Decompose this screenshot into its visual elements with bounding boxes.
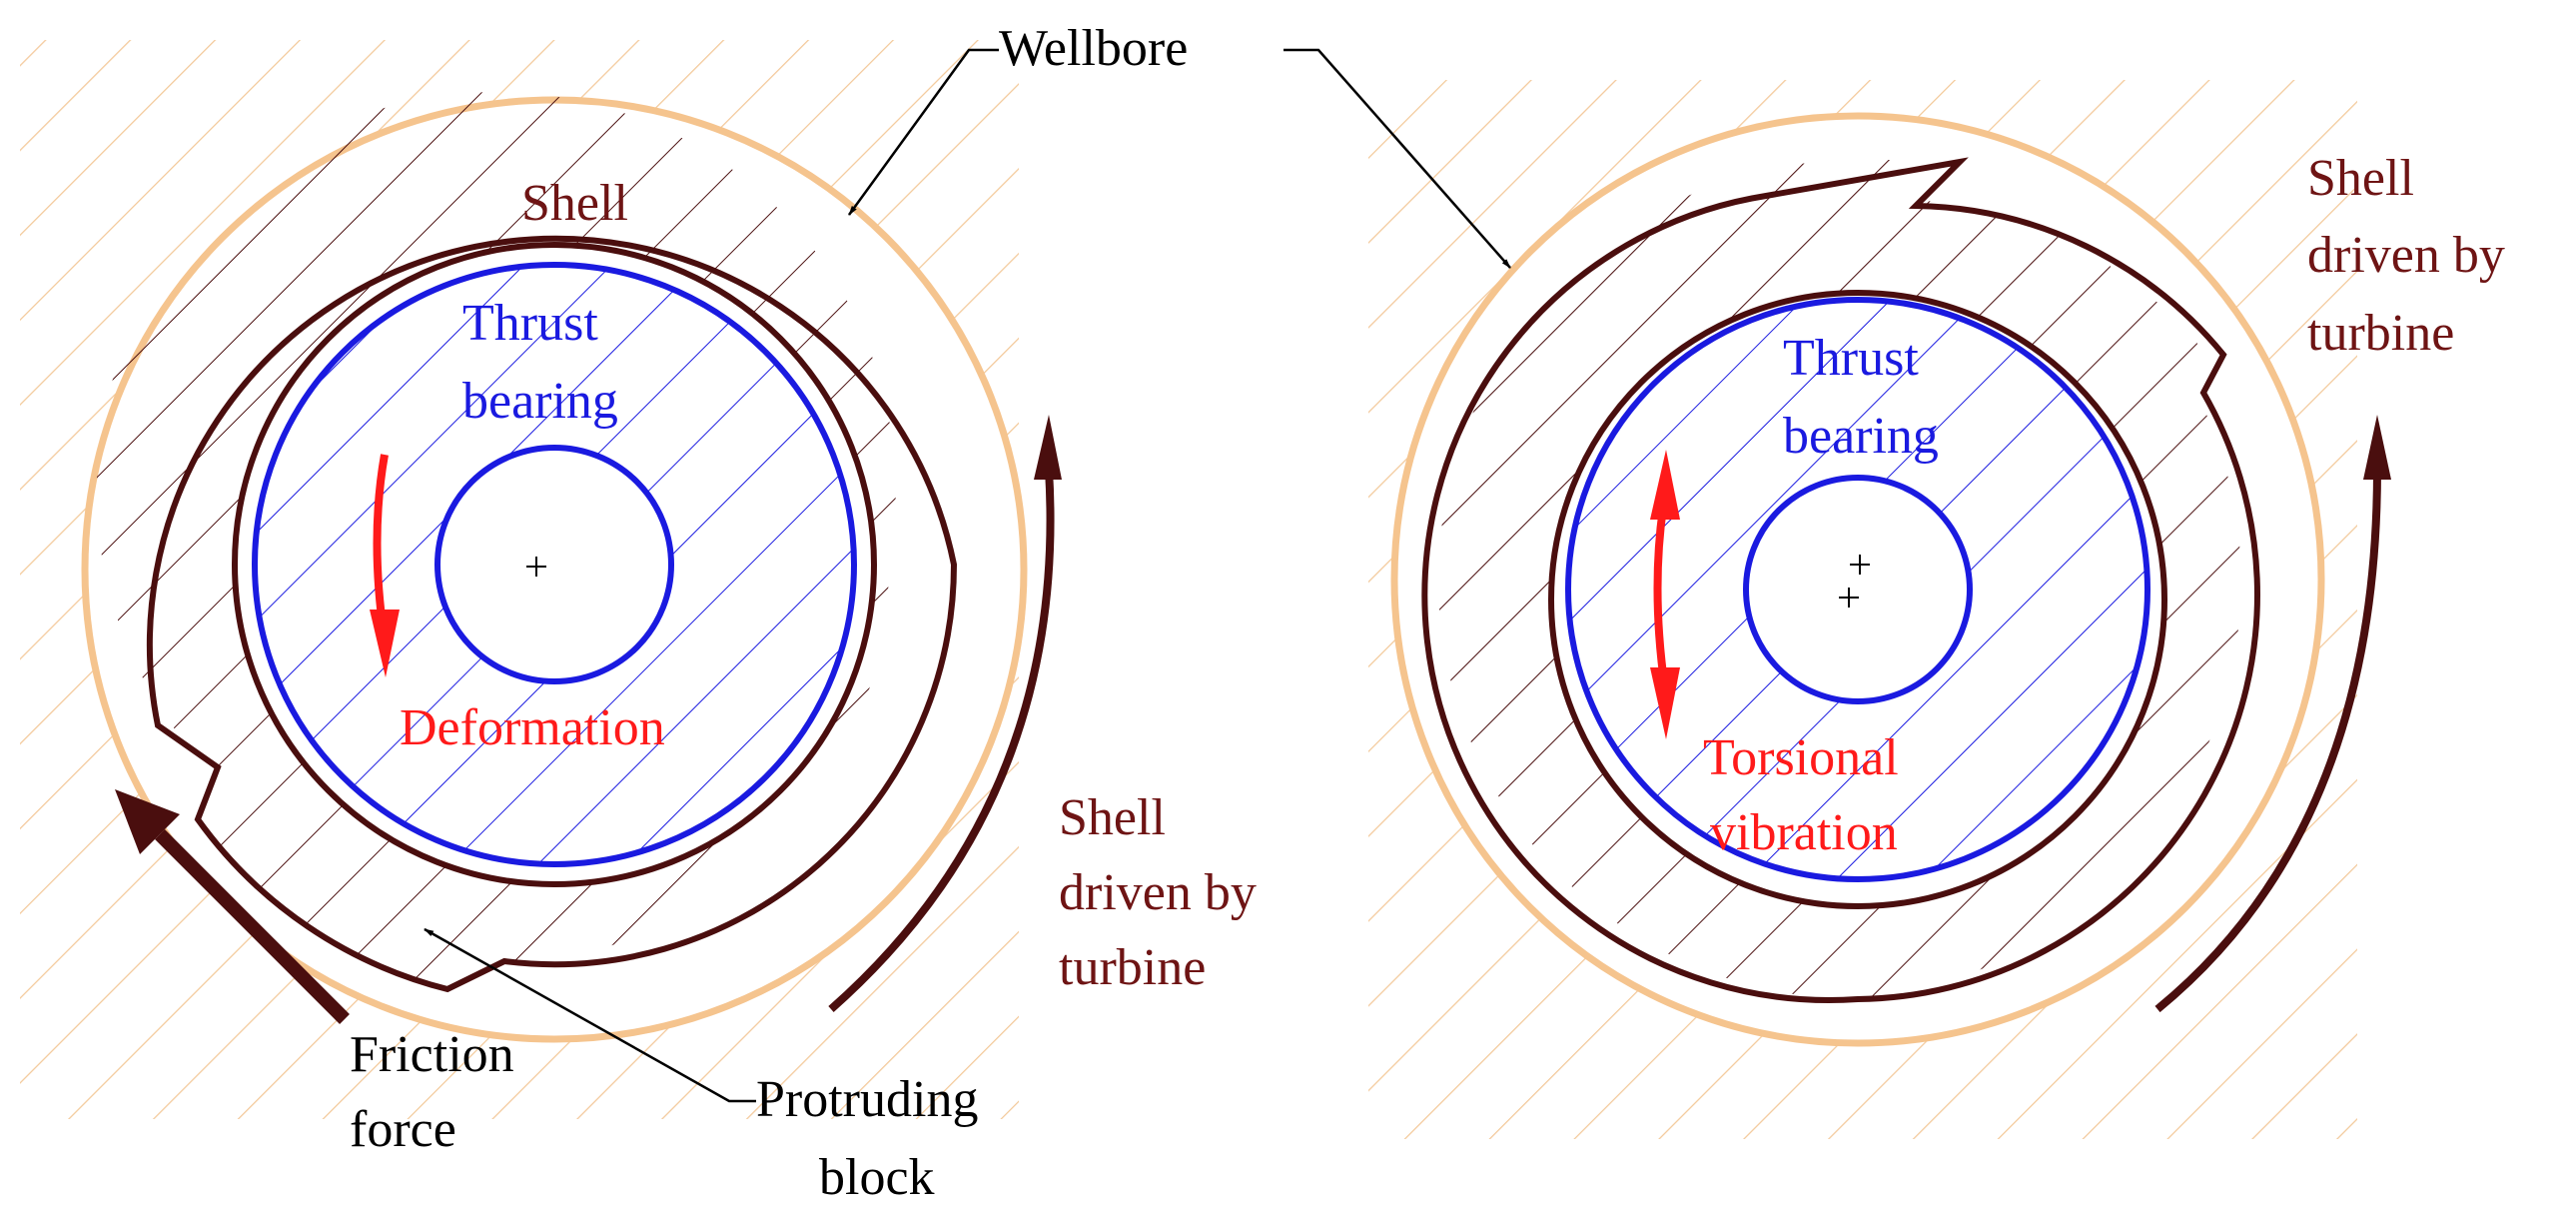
right-shell-driven-line2: driven by xyxy=(2307,227,2505,284)
deformation-label: Deformation xyxy=(400,699,665,756)
friction-force-line1: Friction xyxy=(350,1026,514,1083)
right-bearing-outer xyxy=(1565,297,2150,882)
left-thrust-bearing-label-line2: bearing xyxy=(462,373,618,430)
left-shell-outline xyxy=(146,236,958,993)
right-shell-driven-line3: turbine xyxy=(2307,305,2454,362)
right-thrust-bearing xyxy=(1565,297,2150,882)
right-assembly xyxy=(1368,80,2391,1139)
shell-label: Shell xyxy=(521,175,628,232)
torsional-vibration-line1: Torsional xyxy=(1703,729,1899,786)
friction-force-line2: force xyxy=(350,1101,456,1158)
left-shell-driven-line1: Shell xyxy=(1059,789,1166,846)
protruding-block-line1: Protruding xyxy=(756,1071,978,1128)
right-shell-inner-ring xyxy=(1548,290,2167,909)
right-rotation-arrow xyxy=(2154,415,2391,1013)
deformation-arrow xyxy=(370,454,400,677)
left-shell-inner-ring xyxy=(232,242,877,887)
left-bearing-outer xyxy=(252,262,857,867)
left-shell-driven-line3: turbine xyxy=(1059,939,1206,996)
leader-lines xyxy=(424,48,1511,1103)
right-thrust-bearing-label-line1: Thrust xyxy=(1783,330,1919,387)
left-assembly xyxy=(20,40,1062,1119)
right-bearing-inner xyxy=(1743,475,1973,704)
left-rotation-arrow xyxy=(828,415,1062,1012)
wellbore-label: Wellbore xyxy=(999,20,1188,77)
right-thrust-bearing-label-line2: bearing xyxy=(1783,408,1939,465)
right-shell-outline xyxy=(1421,157,2260,1003)
right-shell-driven-line1: Shell xyxy=(2307,150,2414,207)
left-center-mark xyxy=(526,557,546,577)
torsional-vibration-arrow xyxy=(1650,450,1680,739)
left-thrust-bearing xyxy=(252,262,857,867)
torsional-vibration-line2: vibration xyxy=(1710,804,1898,861)
right-wellbore-circle xyxy=(1390,112,2325,1047)
left-thrust-bearing-label-line1: Thrust xyxy=(462,295,598,352)
friction-force-arrow xyxy=(115,789,350,1024)
left-shell-driven-line2: driven by xyxy=(1059,864,1257,921)
right-center-marks xyxy=(1839,555,1870,608)
left-bearing-inner xyxy=(434,445,674,684)
protruding-block-line2: block xyxy=(819,1149,935,1206)
